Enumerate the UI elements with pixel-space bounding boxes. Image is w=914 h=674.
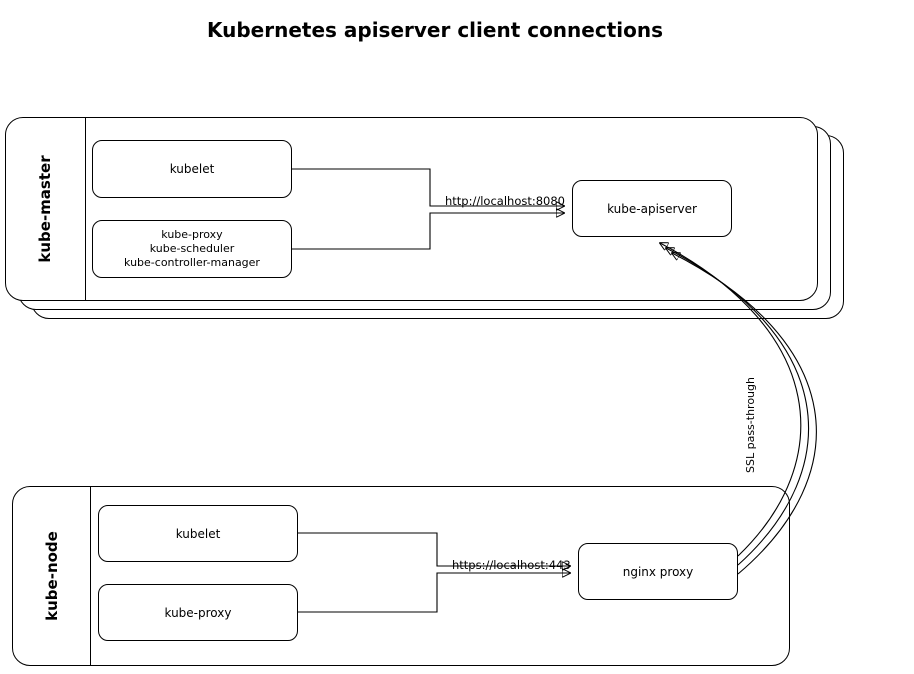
- edge-label-https: https://localhost:443: [452, 558, 571, 572]
- edge-label-http: http://localhost:8080: [445, 194, 565, 208]
- master-services-node: kube-proxy kube-scheduler kube-controlle…: [92, 220, 292, 278]
- kube-apiserver-node: kube-apiserver: [572, 180, 732, 237]
- kube-master-label: kube-master: [36, 155, 54, 263]
- edge-label-ssl-passthrough: SSL pass-through: [744, 377, 757, 473]
- node-kubelet-node: kubelet: [98, 505, 298, 562]
- nginx-proxy-node: nginx proxy: [578, 543, 738, 600]
- master-kubelet-node: kubelet: [92, 140, 292, 198]
- node-kube-proxy-node: kube-proxy: [98, 584, 298, 641]
- diagram-title: Kubernetes apiserver client connections: [206, 18, 664, 42]
- kube-node-divider: [90, 486, 91, 666]
- kube-master-divider: [85, 117, 86, 301]
- kube-node-label: kube-node: [43, 531, 61, 621]
